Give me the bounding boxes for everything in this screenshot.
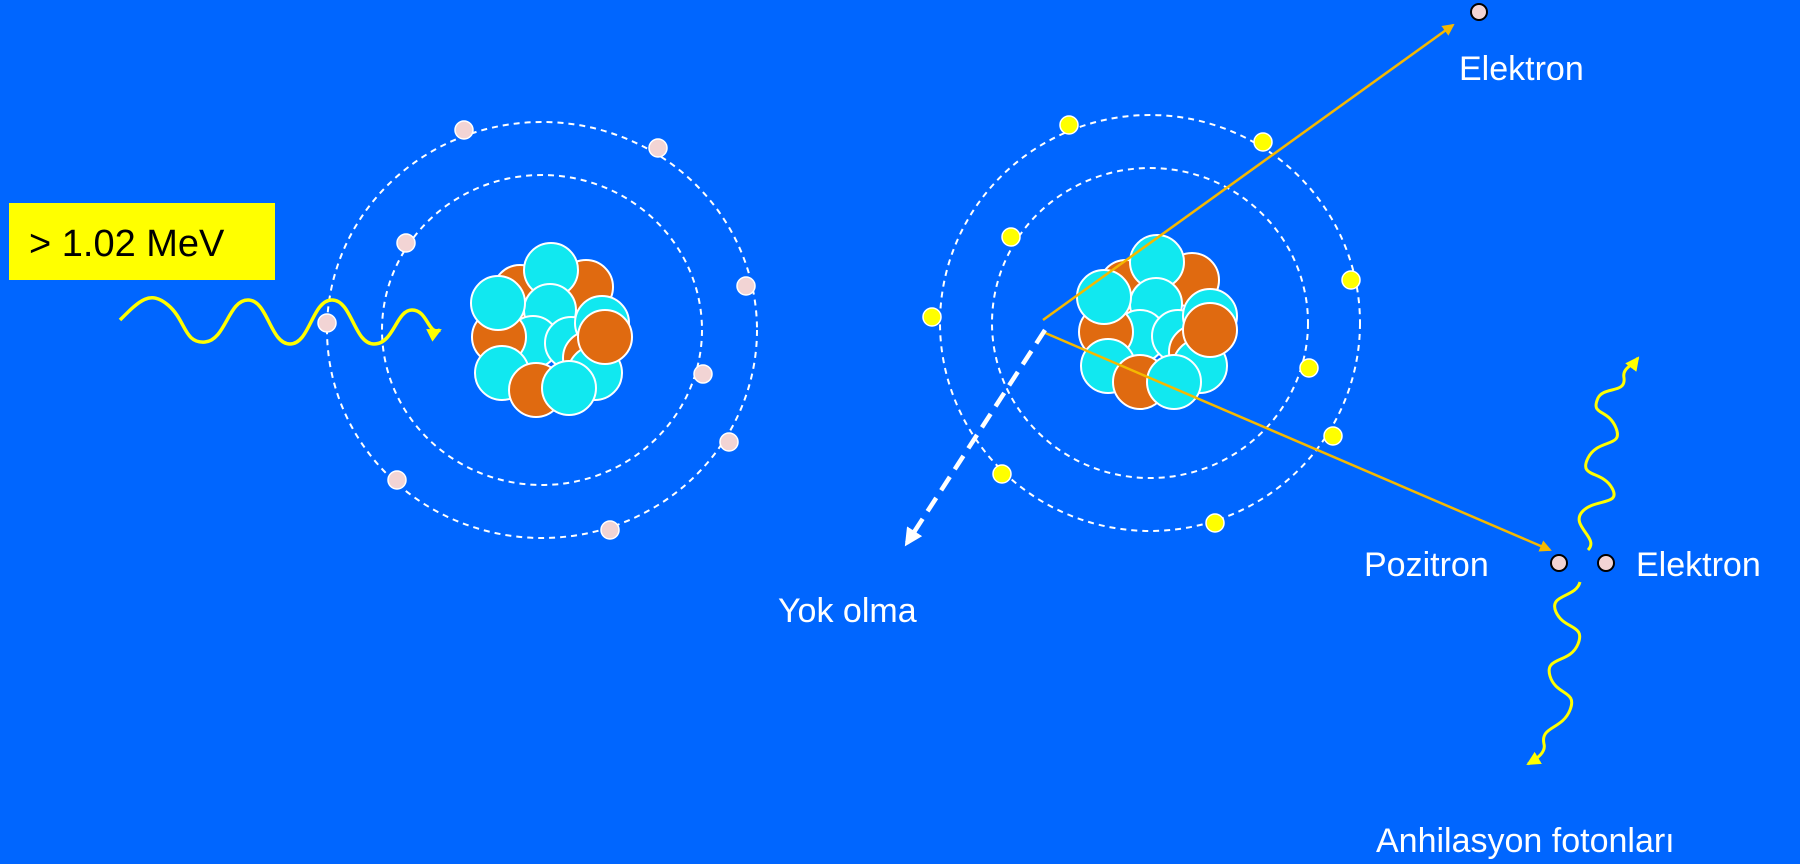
annihilation-photon-up [1577,356,1640,552]
positron-particle [1550,554,1568,572]
atom-before [317,120,758,540]
annihilation-photons-label: Anhilasyon fotonları [1376,822,1675,860]
neutron [1146,354,1202,410]
electron-label-top: Elektron [1459,50,1584,88]
electron-particle [1597,554,1615,572]
energy-box [9,203,275,280]
inner-orbit [991,167,1309,479]
positron-trajectory [1042,330,1552,552]
electron [1059,115,1079,135]
electron-trajectory [1042,23,1455,322]
electrons-after [922,115,1361,533]
electron [922,307,942,327]
electron [454,120,474,140]
electron [600,520,620,540]
proton [1182,302,1238,358]
atom-after [922,114,1361,533]
electron [1323,426,1343,446]
electron [992,464,1012,484]
electrons-before [317,120,756,540]
annihilation-photon-down [1526,581,1582,766]
electron [1001,227,1021,247]
electron [317,313,337,333]
electron [1299,358,1319,378]
nucleus [470,242,633,418]
nucleus [1076,234,1238,410]
energy-label: > 1.02 MeV [29,223,225,265]
electron [1253,132,1273,152]
energy-label-box: > 1.02 MeV [9,203,275,280]
electron [736,276,756,296]
electron [693,364,713,384]
electron [1341,270,1361,290]
proton [577,309,633,365]
annihilation-arrow [904,328,1047,547]
electron [396,233,416,253]
incoming-photon [118,296,442,346]
electron-label-right: Elektron [1636,546,1761,584]
outer-orbit [939,114,1361,532]
positron-label: Pozitron [1364,546,1489,584]
electron [1205,513,1225,533]
neutron [541,360,597,416]
annihilation-label: Yok olma [778,592,917,630]
neutron [1076,269,1132,325]
electron [719,432,739,452]
electron [648,138,668,158]
electron [387,470,407,490]
emitted-electron [1470,3,1488,21]
neutron [470,275,526,331]
inner-orbit [381,174,703,486]
